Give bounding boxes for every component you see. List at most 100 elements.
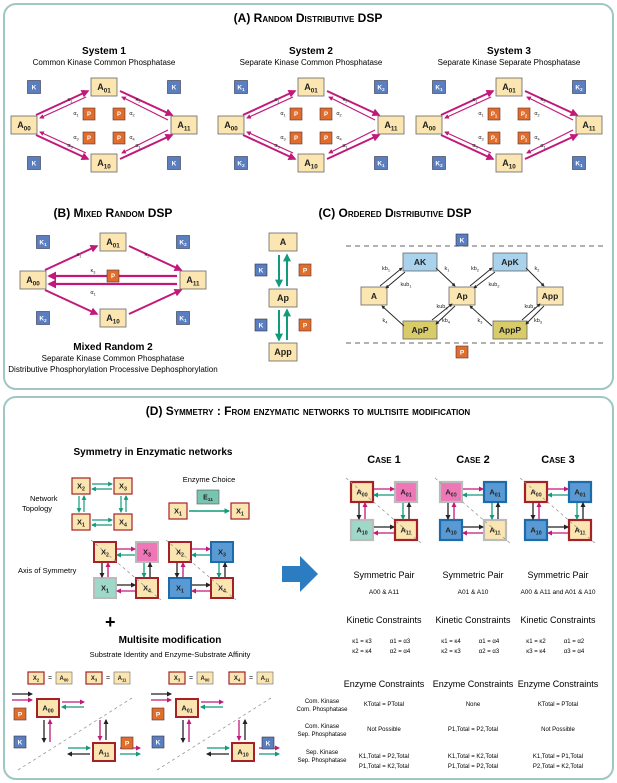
phosphatase-label: P (117, 112, 121, 118)
network-topology-label-2: Topology (22, 504, 52, 513)
state-app-box (536, 286, 564, 306)
enzyme-constraint: K1,Total = P2,Total (359, 754, 409, 760)
kinase-box (13, 735, 27, 749)
case-node-box (393, 480, 419, 504)
enzyme-e11-label: E11 (203, 494, 213, 503)
node-x1-box (230, 502, 250, 520)
phos-arrow (326, 134, 381, 160)
eq-sign: = (106, 675, 110, 682)
rate-label: κ1 (77, 252, 82, 258)
mixed-random-name: Mixed Random 2 (73, 342, 153, 353)
enzyme-e11-box (196, 489, 220, 505)
kinase-label: K2 (39, 315, 47, 323)
system-1-name: System 1 (82, 46, 126, 57)
state-a10-box (90, 153, 118, 173)
eq-left-label: X3 (174, 676, 181, 683)
enzyme-constraint: KTotal = PTotal (364, 702, 404, 708)
case-node-box (438, 518, 464, 542)
state-a01-label: A01 (502, 82, 516, 94)
kinetic-constraint: κ2 = κ4 (352, 649, 372, 655)
rate-label: κ2 (136, 97, 141, 103)
mixed-random-subtitle-1: Separate Kinase Common Phosphatase (42, 354, 185, 363)
rate-label: κ1 (473, 97, 478, 103)
ms-node-box (36, 698, 60, 718)
eq-right-label: A00 (200, 676, 210, 683)
phos-arrow (242, 90, 297, 116)
rate-label: κ1 (275, 97, 280, 103)
kinase-box (27, 80, 41, 94)
rate-label: α1 (73, 111, 78, 117)
case-label: Case 1 (367, 454, 401, 466)
phosphatase-label: P1 (521, 136, 528, 143)
phosphatase-label: P (294, 112, 298, 118)
eq-sign: = (48, 675, 52, 682)
state-a01-box (297, 77, 325, 97)
phosphatase-label: P (156, 711, 161, 718)
symmetric-pair-heading: Symmetric Pair (527, 570, 588, 580)
phosphatase-box (82, 107, 96, 121)
phosphatase-label: P1 (491, 112, 498, 119)
system-1: System 1 Common Kinase Common Phosphatas… (33, 46, 176, 67)
enzyme-constraint: Not Possible (367, 727, 401, 733)
enzyme-constraint: P1,Total = P2,Total (448, 727, 498, 733)
state-app-label: App (542, 291, 559, 301)
state-a00-label: A00 (26, 275, 40, 287)
phos-arrow (242, 134, 297, 160)
state-a11-box (170, 115, 198, 135)
phos-arrow (44, 289, 99, 315)
kinetic-constraint: α1 = α3 (390, 639, 411, 645)
enzyme-row-label: Com. Phosphatase (296, 707, 348, 713)
arrow (521, 303, 541, 321)
symmetry-heading: Symmetry in Enzymatic networks (74, 447, 233, 458)
sym-node-box (135, 541, 159, 563)
phosphatase-box (487, 107, 501, 121)
kinetic-constraint: α1 = α4 (479, 639, 500, 645)
phosphatase-label: P (303, 267, 308, 274)
rate-label: α1 (280, 111, 285, 117)
node-x1-label: X1 (236, 507, 244, 518)
rate-label: α3 (280, 135, 285, 141)
symmetric-pair-heading: Symmetric Pair (442, 570, 503, 580)
panel-b-title: (B) Mixed Random DSP (54, 206, 173, 220)
rate-label: α2 (129, 111, 134, 117)
symmetric-pair-value: A01 & A10 (458, 589, 489, 596)
phos-arrow (524, 90, 579, 116)
ms-node-label: A10 (237, 748, 248, 759)
system-2: System 2 Separate Kinase Common Phosphat… (240, 46, 383, 67)
phos-arrow (128, 289, 183, 315)
eq-left-label: X3 (91, 676, 98, 683)
kinase-box (234, 156, 248, 170)
symmetric-pair-value: A00 & A11 (369, 589, 400, 596)
phosphatase-box (298, 263, 312, 277)
arrow (435, 267, 456, 287)
plus-sign: + (105, 612, 116, 632)
kinase-box (151, 735, 165, 749)
case-label: Case 3 (541, 454, 575, 466)
kinetic-constraint: κ1 = κ2 (526, 639, 546, 645)
state-a00-box (10, 115, 38, 135)
kinetic-constraint: κ1 = κ3 (352, 639, 372, 645)
sym-node-label: X3 (143, 548, 151, 559)
phosphatase-label: P (87, 136, 91, 142)
panel-c-title: (C) Ordered Distributive DSP (319, 206, 472, 220)
sym-node-label: X4 (143, 584, 151, 595)
symmetry-axis (345, 477, 423, 545)
phos-arrow (119, 134, 174, 160)
kinase-box (36, 235, 50, 249)
rate-label: α3 (478, 135, 483, 141)
enzyme-row-label: Sep. Kinase (306, 750, 339, 756)
phos-arrow (128, 245, 183, 271)
phosphatase-box (298, 318, 312, 332)
eq-left-box (228, 671, 246, 685)
rate-label: kb3 (534, 318, 542, 324)
sym-node-box (93, 577, 117, 599)
phos-arrow (440, 90, 495, 116)
phosphatase-box (289, 107, 303, 121)
sym-node-box (168, 577, 192, 599)
state-a11-label: A11 (582, 120, 596, 132)
multisite-heading: Multisite modification (119, 635, 222, 646)
transition-arrow (282, 556, 318, 592)
phosphatase-box (120, 736, 134, 750)
